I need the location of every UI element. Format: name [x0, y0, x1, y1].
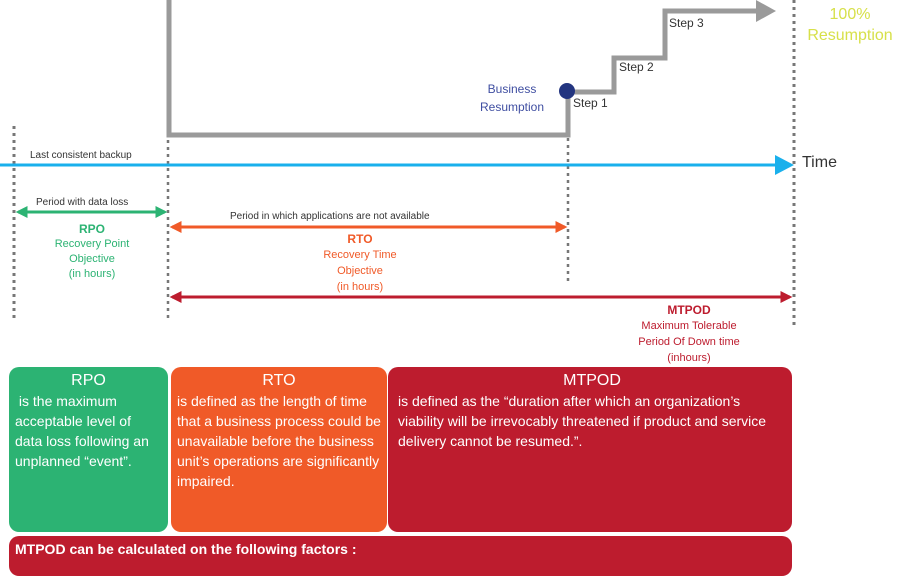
mtpod-line-1: Maximum Tolerable — [641, 320, 737, 332]
time-axis-arrow-head — [775, 155, 794, 175]
rpo-card: RPO is the maximum acceptable level of d… — [9, 367, 168, 532]
rto-line-1: Recovery Time — [323, 249, 397, 261]
step-3-label: Step 3 — [669, 16, 704, 30]
mtpod-line-3: (inhours) — [667, 352, 711, 364]
rpo-caption: Period with data loss — [36, 197, 129, 208]
rto-abbr: RTO — [347, 232, 373, 246]
rpo-line-2: Objective — [69, 253, 115, 265]
rto-card-body: is defined as the length of time that a … — [177, 393, 381, 489]
business-resumption-line-1: Business — [487, 82, 537, 96]
rpo-line-1: Recovery Point — [54, 238, 130, 250]
mtpod-period-label: MTPOD Maximum Tolerable Period Of Down t… — [638, 302, 739, 366]
last-backup-label: Last consistent backup — [30, 150, 132, 161]
full-resumption-line-1: 100% — [829, 6, 871, 23]
rto-line-3: (in hours) — [336, 281, 384, 293]
time-label: Time — [802, 154, 837, 171]
full-resumption-line-2: Resumption — [807, 27, 893, 44]
mtpod-factors-card: MTPOD can be calculated on the following… — [9, 536, 792, 576]
step-1-label: Step 1 — [573, 96, 608, 110]
rpo-line-3: (in hours) — [68, 268, 116, 280]
rto-line-2: Objective — [337, 265, 383, 277]
rto-period-label: RTO Recovery Time Objective (in hours) — [323, 231, 396, 295]
timeline-diagram — [0, 0, 796, 326]
mtpod-factors-text: MTPOD can be calculated on the following… — [15, 541, 357, 557]
step-2-label: Step 2 — [619, 60, 654, 74]
mtpod-card-title: MTPOD — [563, 372, 621, 389]
business-resumption-dot — [559, 83, 575, 99]
rto-caption: Period in which applications are not ava… — [230, 211, 430, 222]
business-resumption-line-2: Resumption — [480, 100, 545, 114]
mtpod-card: MTPOD is defined as the “duration after … — [388, 367, 792, 532]
mtpod-line-2: Period Of Down time — [638, 336, 740, 348]
service-level-path — [166, 0, 760, 138]
rto-card: RTO is defined as the length of time tha… — [171, 367, 387, 532]
rto-card-title: RTO — [262, 372, 296, 389]
rpo-abbr: RPO — [78, 222, 105, 236]
business-resumption-label: Business Resumption — [480, 80, 544, 116]
service-arrow-head — [756, 0, 776, 22]
mtpod-abbr: MTPOD — [667, 303, 711, 317]
mtpod-card-body: is defined as the “duration after which … — [398, 393, 767, 449]
rpo-period-label: RPO Recovery Point Objective (in hours) — [55, 222, 130, 282]
rpo-card-body: is the maximum acceptable level of data … — [15, 393, 153, 469]
rpo-card-title: RPO — [71, 372, 106, 389]
full-resumption-label: 100% Resumption — [807, 4, 892, 46]
